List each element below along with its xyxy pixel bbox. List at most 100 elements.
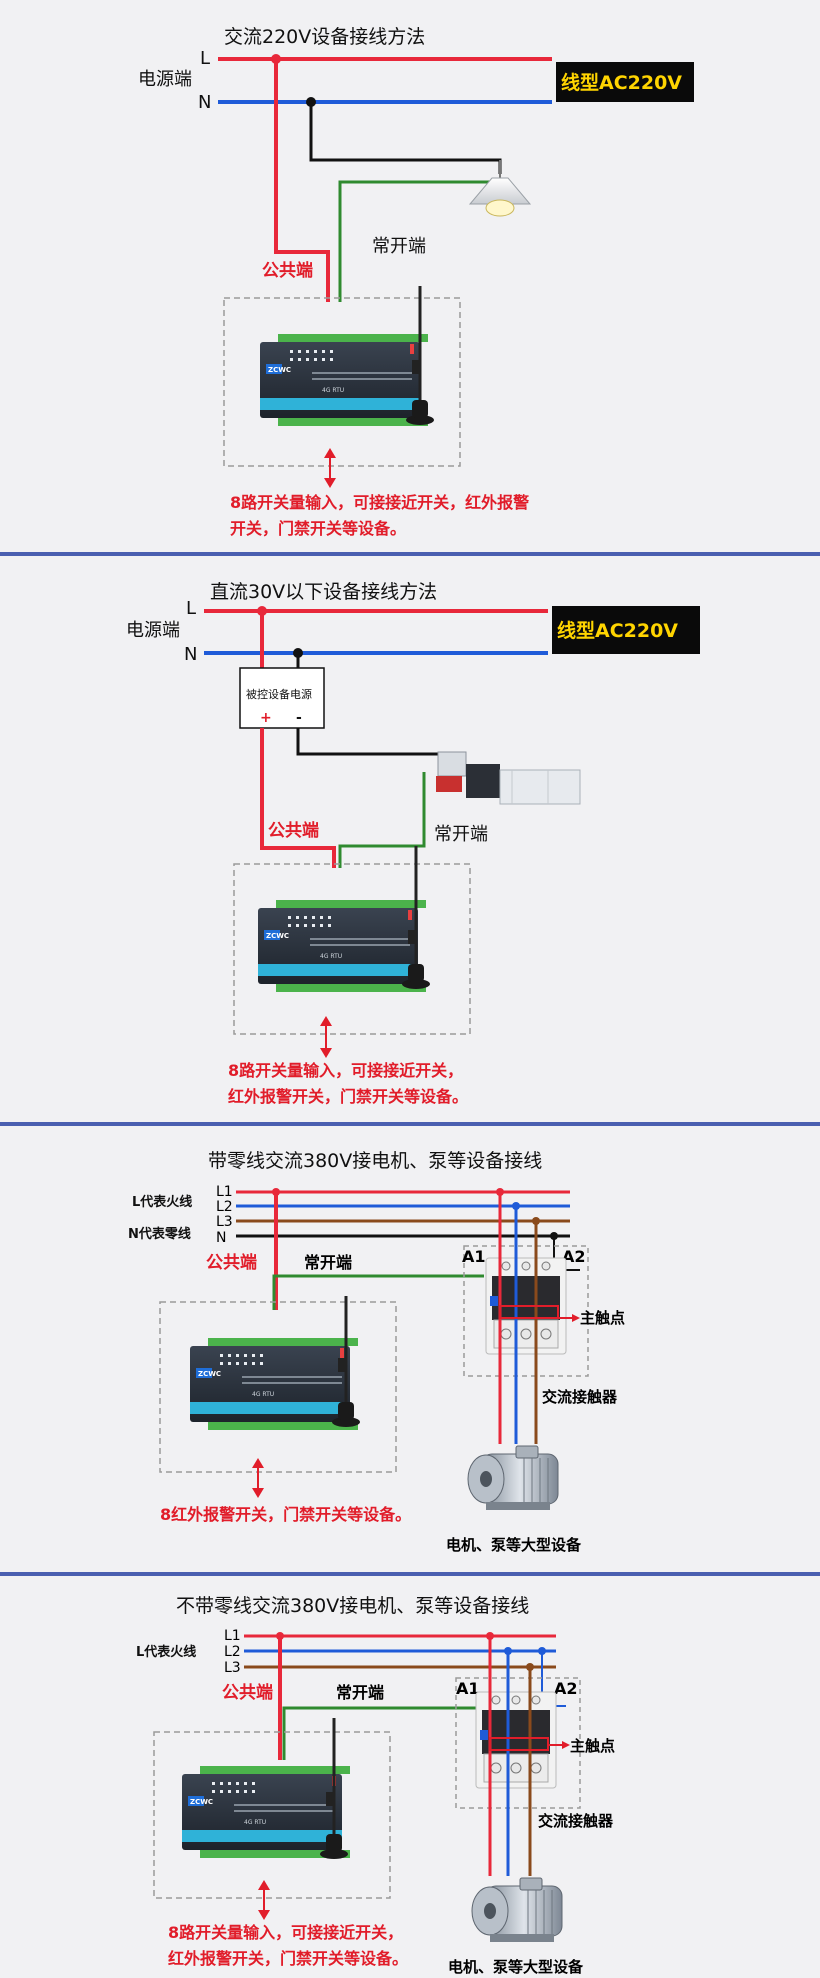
note-line-2: 红外报警开关，门禁开关等设备。	[168, 1949, 408, 1968]
rtu-logo: ZCWC	[190, 1798, 213, 1806]
rtu-model: 4G RTU	[322, 387, 344, 394]
double-arrow-icon	[258, 1880, 270, 1920]
contactor-label: 交流接触器	[542, 1388, 618, 1406]
section-ac220v: 交流220V设备接线方法 电源端 L N 线型AC220V 常开端 公共端 ZC…	[138, 26, 694, 538]
section-title: 直流30V以下设备接线方法	[210, 581, 437, 603]
rtu-model: 4G RTU	[252, 1391, 274, 1398]
rtu-device: ZCWC 4G RTU	[260, 334, 428, 426]
antenna-icon	[320, 1718, 348, 1859]
psu-plus: +	[260, 710, 272, 726]
contactor-label: 交流接触器	[538, 1812, 614, 1830]
motor-icon	[467, 1445, 559, 1511]
motor-label: 电机、泵等大型设备	[448, 1958, 584, 1976]
normally-open-label: 常开端	[434, 824, 488, 845]
wire-live-to-common	[274, 59, 330, 302]
motor-icon	[471, 1877, 563, 1943]
voltage-badge-text: 线型AC220V	[557, 619, 678, 642]
normally-open-label: 常开端	[304, 1253, 352, 1272]
section-divider	[0, 1572, 820, 1576]
rtu-device: ZCWC 4G RTU	[258, 900, 426, 992]
note-line-2: 红外报警开关，门禁开关等设备。	[228, 1087, 468, 1106]
rtu-logo: ZCWC	[198, 1370, 221, 1378]
contactor-boundary	[455, 1677, 581, 1809]
line-n-label: N	[216, 1230, 226, 1246]
normally-open-label: 常开端	[336, 1683, 384, 1702]
device-boundary	[159, 1301, 397, 1473]
power-source-label: 电源端	[126, 620, 180, 641]
normally-open-label: 常开端	[372, 236, 426, 257]
voltage-badge	[552, 606, 700, 654]
voltage-badge	[556, 62, 694, 102]
terminal-a2: A2	[554, 1679, 578, 1698]
wire-no-to-coil	[282, 1706, 480, 1760]
psu-minus: -	[296, 710, 302, 726]
antenna-icon	[332, 1296, 360, 1427]
main-contact-label: 主触点	[570, 1737, 615, 1755]
device-boundary	[223, 297, 461, 467]
note-line-1: 8路开关量输入，可接接近开关，	[228, 1061, 463, 1080]
line-n-label: N	[184, 644, 197, 665]
wire-no-to-coil	[272, 1274, 484, 1310]
rtu-model: 4G RTU	[244, 1819, 266, 1826]
main-contact-marker	[499, 1305, 559, 1319]
motor-label: 电机、泵等大型设备	[446, 1536, 582, 1554]
double-arrow-icon	[324, 448, 336, 488]
line-n-label: N	[198, 92, 211, 113]
terminal-a2: A2	[562, 1247, 586, 1266]
common-terminal-label: 公共端	[268, 820, 319, 841]
terminal-a1: A1	[456, 1679, 480, 1698]
wire-minus-to-valve	[296, 728, 440, 756]
voltage-badge-text: 线型AC220V	[561, 71, 682, 94]
note-line-1: 8红外报警开关，门禁开关等设备。	[160, 1505, 411, 1524]
wire-lamp-to-no	[338, 180, 492, 302]
line-l3-label: L3	[224, 1660, 241, 1676]
common-terminal-label: 公共端	[262, 260, 313, 281]
line-l3-label: L3	[216, 1214, 233, 1230]
l-description: L代表火线	[132, 1194, 192, 1210]
section-divider	[0, 1122, 820, 1126]
power-source-label: 电源端	[138, 69, 192, 90]
section-title: 带零线交流380V接电机、泵等设备接线	[208, 1150, 542, 1172]
controlled-device-psu	[239, 667, 325, 729]
n-description: N代表零线	[128, 1226, 191, 1242]
line-l-label: L	[200, 48, 210, 69]
device-boundary	[233, 863, 471, 1035]
line-l2-label: L2	[216, 1199, 233, 1215]
section-title: 不带零线交流380V接电机、泵等设备接线	[176, 1595, 529, 1617]
terminal-a1: A1	[462, 1247, 486, 1266]
antenna-icon	[402, 846, 430, 989]
note-line-1: 8路开关量输入，可接接近开关，	[168, 1923, 403, 1942]
rtu-device: ZCWC 4G RTU	[190, 1338, 358, 1430]
note-line-1: 8路开关量输入，可接接近开关，红外报警	[230, 493, 529, 512]
antenna-icon	[406, 286, 434, 425]
lamp-icon	[468, 160, 532, 217]
rtu-logo: ZCWC	[268, 366, 291, 374]
rtu-logo: ZCWC	[266, 932, 289, 940]
double-arrow-icon	[252, 1458, 264, 1498]
line-l1-label: L1	[224, 1628, 241, 1644]
line-l2-label: L2	[224, 1644, 241, 1660]
contactor-boundary	[463, 1245, 589, 1377]
device-boundary	[153, 1731, 391, 1899]
arrow-head-icon	[572, 1314, 580, 1322]
section-380v-with-neutral: 带零线交流380V接电机、泵等设备接线 L代表火线 N代表零线 L1 L2 L3…	[128, 1150, 625, 1554]
wire-valve-to-no	[338, 772, 426, 868]
section-380v-without-neutral: 不带零线交流380V接电机、泵等设备接线 L代表火线 L1 L2 L3 A1 A…	[136, 1595, 615, 1976]
rtu-device: ZCWC 4G RTU	[182, 1766, 350, 1858]
line-l-label: L	[186, 598, 196, 619]
common-terminal-label: 公共端	[222, 1682, 273, 1703]
main-contact-label: 主触点	[580, 1309, 625, 1327]
section-dc30v: 直流30V以下设备接线方法 电源端 L N 线型AC220V 被控设备电源 + …	[126, 581, 700, 1106]
wire-plus-to-common	[260, 728, 336, 868]
rtu-model: 4G RTU	[320, 953, 342, 960]
note-line-2: 开关，门禁开关等设备。	[230, 519, 406, 538]
l-description: L代表火线	[136, 1644, 196, 1660]
double-arrow-icon	[320, 1016, 332, 1058]
wire-neutral-to-lamp	[309, 102, 502, 174]
common-terminal-label: 公共端	[206, 1252, 257, 1273]
psu-label: 被控设备电源	[246, 687, 312, 701]
line-l1-label: L1	[216, 1184, 233, 1200]
arrow-head-icon	[562, 1741, 570, 1749]
